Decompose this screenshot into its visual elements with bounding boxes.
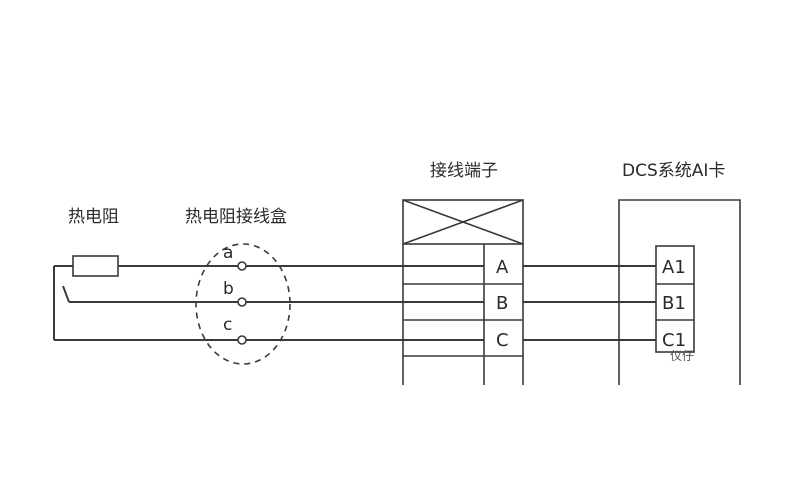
watermark: 仪仔 xyxy=(670,349,694,363)
ai-input-A1: A1 xyxy=(662,257,686,278)
dcs-ai-card-label: DCS系统AI卡 xyxy=(622,161,725,181)
ai-input-B1: B1 xyxy=(662,293,686,314)
terminal-C: C xyxy=(496,330,509,351)
junction-box-label: 热电阻接线盒 xyxy=(185,207,287,227)
rtd-label: 热电阻 xyxy=(68,207,119,227)
junction-pin-c: c xyxy=(223,315,232,335)
terminal-block-header xyxy=(402,199,524,245)
ai-input-block xyxy=(655,245,695,353)
terminal-B: B xyxy=(496,293,508,314)
junction-pin-a-dot xyxy=(237,261,247,271)
ai-input-C1: C1 xyxy=(662,330,686,351)
rtd-resistor xyxy=(72,255,119,277)
dcs-ai-card-outline xyxy=(618,199,741,385)
terminal-block-label: 接线端子 xyxy=(430,161,498,181)
junction-pin-b: b xyxy=(223,279,234,299)
junction-pin-a: a xyxy=(223,243,233,263)
junction-pin-c-dot xyxy=(237,335,247,345)
junction-pin-b-dot xyxy=(237,297,247,307)
terminal-header-cross-2 xyxy=(402,199,524,245)
terminal-A: A xyxy=(496,257,509,278)
rtd-branch-slant xyxy=(62,285,70,303)
junction-box-outline xyxy=(195,243,291,365)
